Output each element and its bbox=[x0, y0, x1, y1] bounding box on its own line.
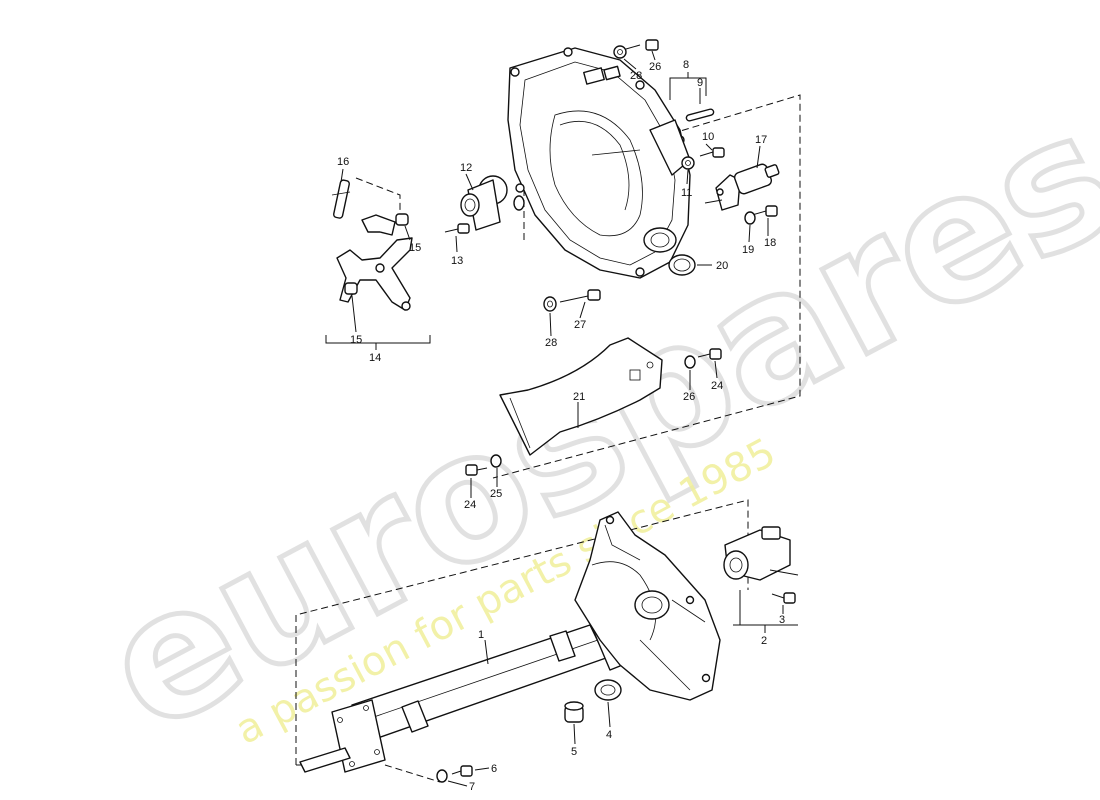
seal-ring bbox=[668, 254, 696, 276]
washer bbox=[490, 45, 756, 468]
callout-14: 14 bbox=[369, 352, 381, 364]
callout-24-left: 24 bbox=[464, 499, 476, 511]
transmission-mount-housing bbox=[574, 511, 721, 701]
callout-9: 9 bbox=[697, 77, 703, 89]
callout-19: 19 bbox=[742, 244, 754, 256]
clutch-housing bbox=[507, 47, 691, 279]
callout-28-mid: 28 bbox=[545, 337, 557, 349]
bolt bbox=[444, 39, 778, 476]
callout-25: 25 bbox=[490, 488, 502, 500]
callout-13: 13 bbox=[451, 255, 463, 267]
callout-1: 1 bbox=[478, 629, 484, 641]
callout-15-lower: 15 bbox=[350, 334, 362, 346]
bearing-block bbox=[723, 526, 799, 581]
sealing-ring bbox=[594, 679, 622, 701]
callout-18: 18 bbox=[764, 237, 776, 249]
bushing bbox=[344, 213, 409, 295]
callout-21: 21 bbox=[573, 391, 585, 403]
drain-plug bbox=[564, 701, 584, 723]
callout-12: 12 bbox=[460, 162, 472, 174]
callout-2: 2 bbox=[761, 635, 767, 647]
mount-bolt bbox=[436, 592, 796, 783]
callout-11: 11 bbox=[681, 187, 692, 199]
callout-26-right: 26 bbox=[683, 391, 695, 403]
callout-6: 6 bbox=[491, 763, 497, 775]
fork-pin bbox=[331, 179, 351, 219]
callout-16: 16 bbox=[337, 156, 349, 168]
callout-8: 8 bbox=[683, 59, 689, 71]
callout-5: 5 bbox=[571, 746, 577, 758]
callout-15-upper: 15 bbox=[409, 242, 421, 254]
leader-lines bbox=[325, 50, 798, 787]
callout-28-top: 28 bbox=[630, 70, 642, 82]
callout-17: 17 bbox=[755, 134, 767, 146]
callout-labels: 1 2 3 4 5 6 7 8 9 10 11 12 13 14 15 15 1… bbox=[337, 59, 785, 793]
guide-tube bbox=[460, 175, 525, 231]
fork-leader bbox=[355, 177, 401, 212]
callout-20: 20 bbox=[716, 260, 728, 272]
cover-plate bbox=[499, 337, 663, 456]
callout-4: 4 bbox=[606, 729, 612, 741]
callout-27: 27 bbox=[574, 319, 586, 331]
slave-cylinder bbox=[704, 163, 780, 211]
tube-flange bbox=[299, 699, 386, 773]
callout-3: 3 bbox=[779, 614, 785, 626]
callout-24-right: 24 bbox=[711, 380, 723, 392]
callout-10: 10 bbox=[702, 131, 714, 143]
callout-7: 7 bbox=[469, 781, 475, 793]
callout-26-top: 26 bbox=[649, 61, 661, 73]
release-fork bbox=[336, 214, 413, 311]
